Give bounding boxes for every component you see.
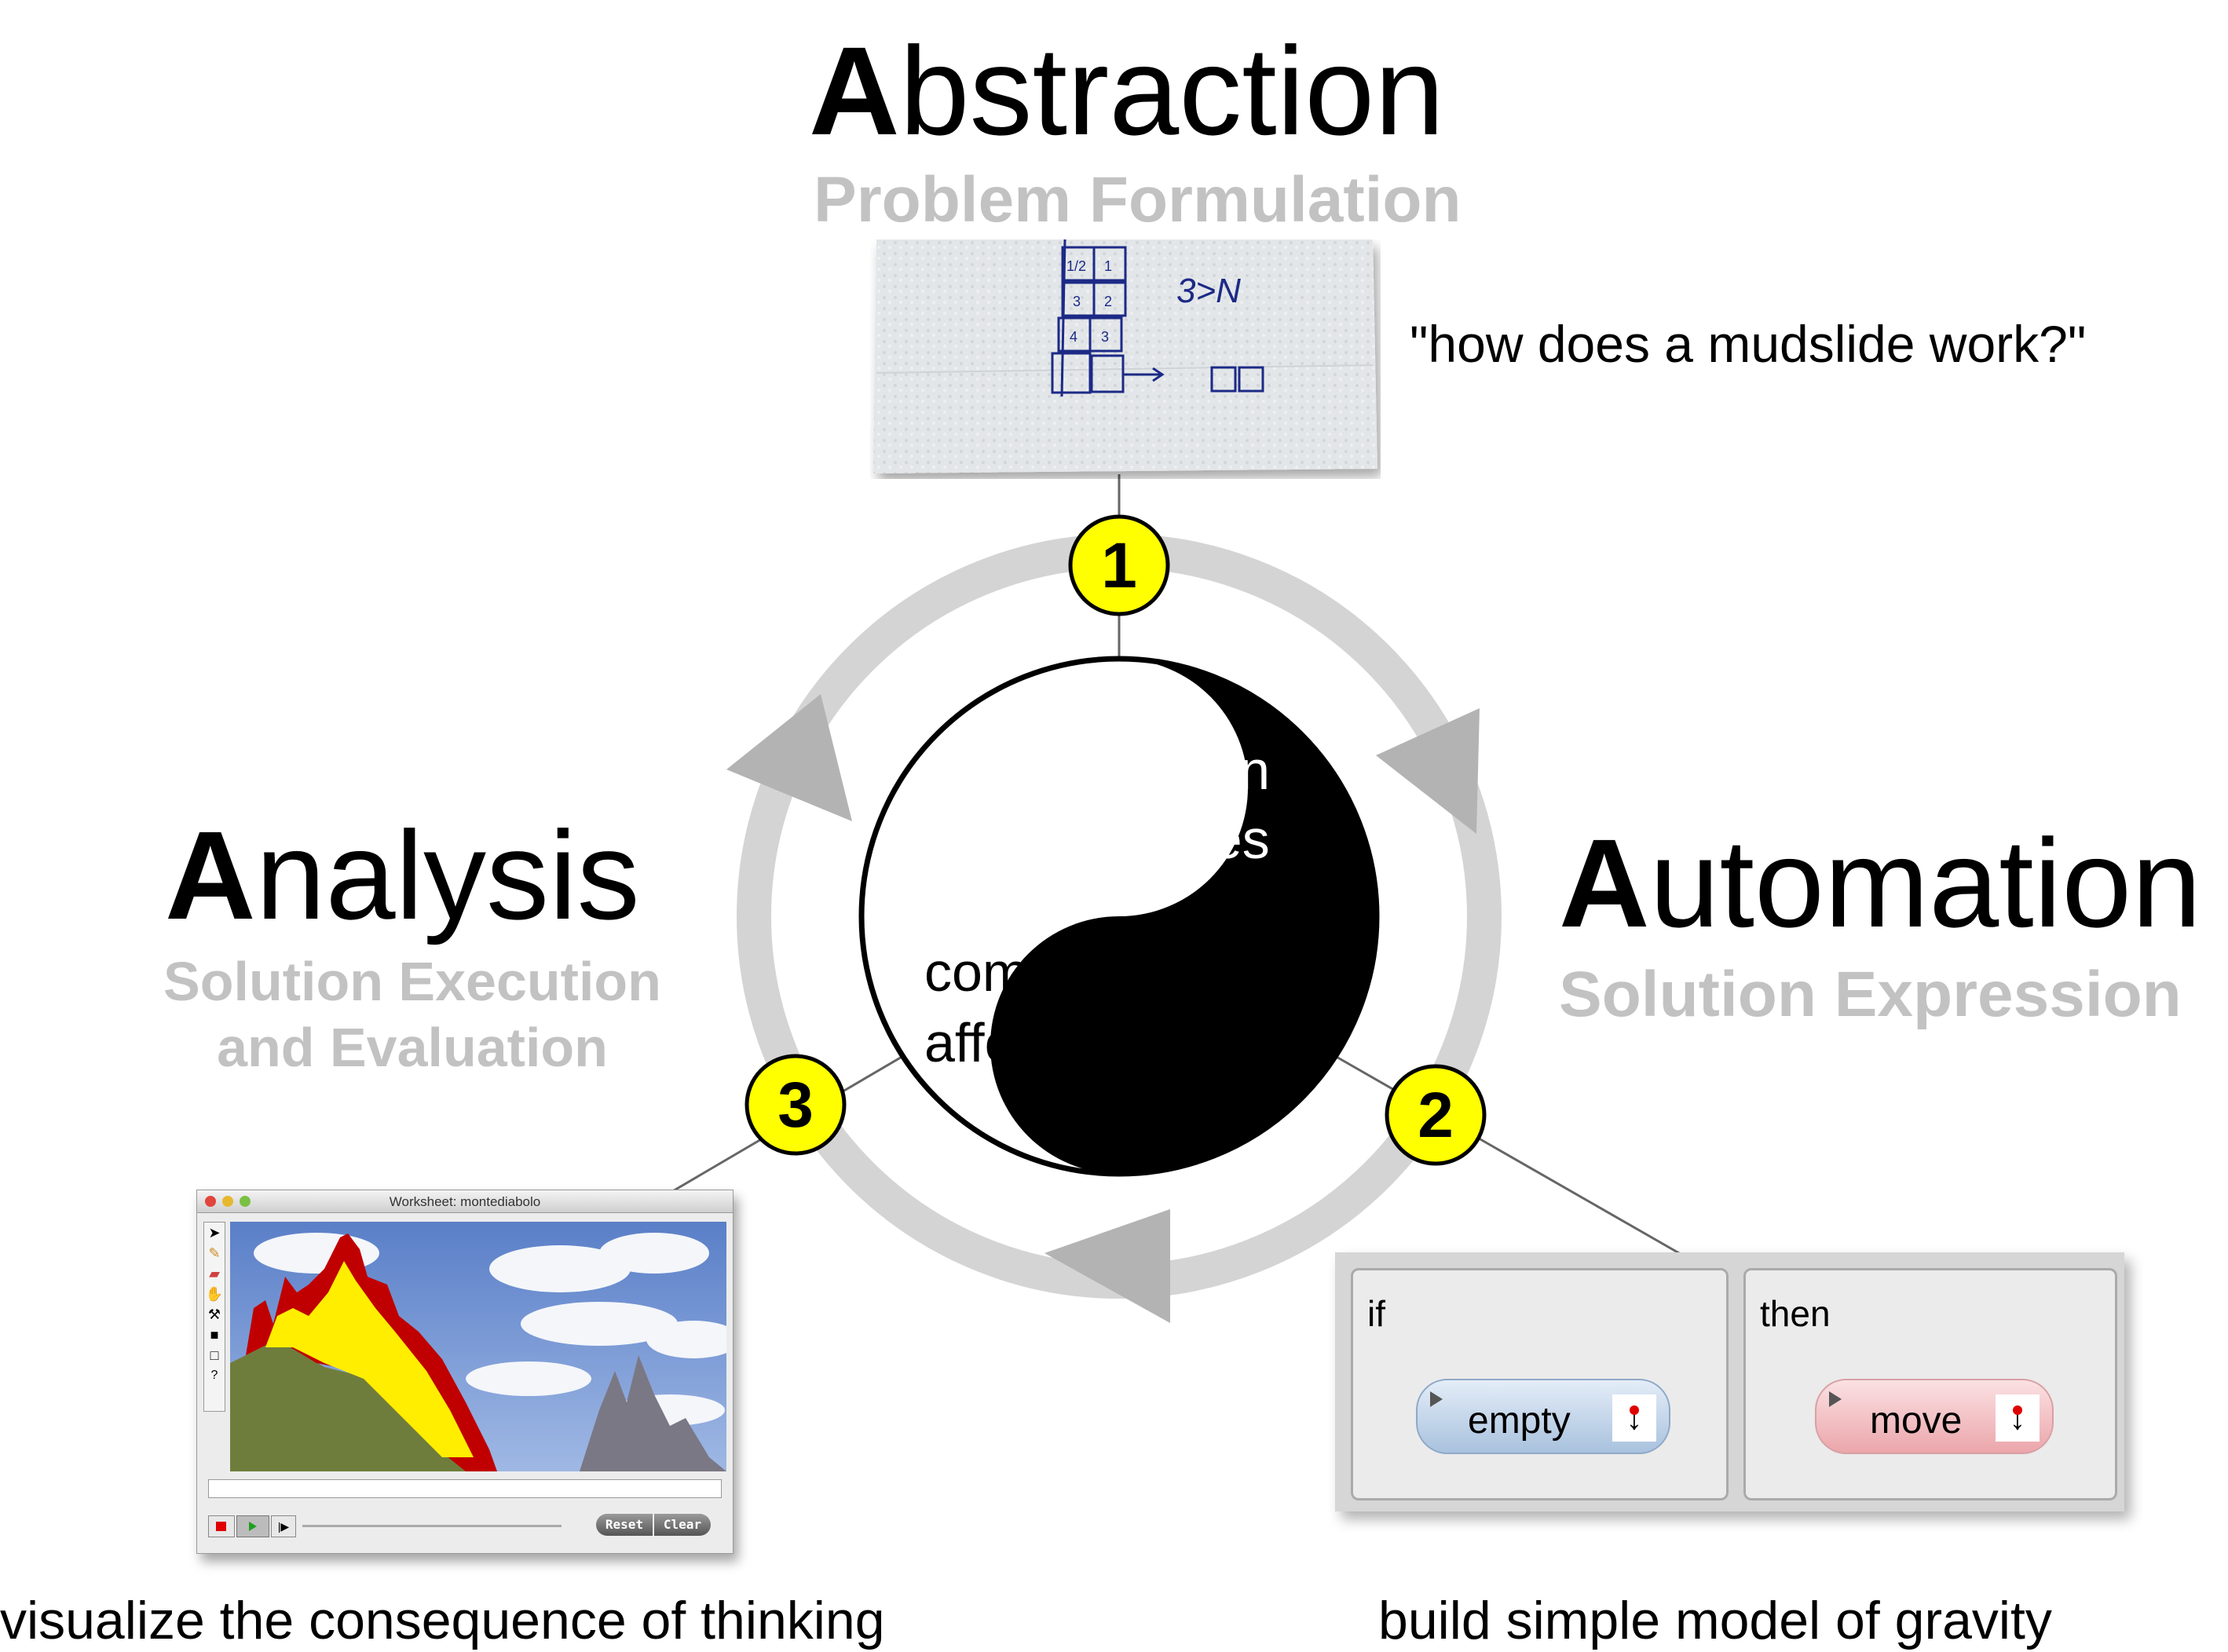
worksheet-title: Worksheet: montediabolo [389,1194,541,1209]
yin-yang-symbol [858,656,1380,1177]
marker-3-label: 3 [777,1069,814,1141]
play-icon [249,1522,257,1531]
arrow-clockwise-right [1376,708,1480,834]
worksheet-text-field[interactable] [208,1479,722,1498]
clear-button[interactable]: Clear [654,1514,711,1536]
napkin-grid-label-5: 4 [1070,329,1077,345]
human-label-line1: human [1102,740,1270,801]
stop-button[interactable] [208,1515,235,1537]
move-action-block[interactable]: move ↓ [1815,1379,2054,1454]
napkin-grid-label-6: 3 [1101,329,1109,345]
worksheet-window[interactable]: Worksheet: montediabolo ➤ ✎ ▰ ✋ ⚒ ■ □ ? [196,1190,734,1554]
arrow-tool-icon[interactable]: ➤ [208,1225,221,1241]
step-icon: |▶ [277,1520,290,1533]
worksheet-titlebar[interactable]: Worksheet: montediabolo [197,1190,733,1213]
marker-1-label: 1 [1101,530,1137,601]
computer-label-line1: computer [924,941,1154,1003]
empty-condition-block[interactable]: empty ↓ [1416,1379,1670,1454]
mudslide-question: "how does a mudslide work?" [1410,315,2087,373]
tool-palette: ➤ ✎ ▰ ✋ ⚒ ■ □ ? [203,1222,225,1412]
abstraction-subtitle: Problem Formulation [814,164,1462,236]
filled-rect-tool-icon[interactable]: ■ [210,1327,219,1343]
expand-triangle-icon[interactable] [1430,1391,1443,1407]
speed-slider[interactable] [302,1525,562,1527]
help-tool-icon[interactable]: ? [210,1369,218,1382]
if-panel[interactable]: if empty ↓ [1351,1268,1729,1500]
stop-icon [216,1522,226,1531]
automation-title: Automation [1559,813,2202,953]
eraser-tool-icon[interactable]: ▰ [209,1266,220,1281]
analysis-subtitle-line2: and Evaluation [217,1017,608,1078]
down-arrow-icon: ↓ [1612,1394,1656,1442]
arrow-clockwise-bottom [1044,1209,1170,1323]
step-button[interactable]: |▶ [271,1515,296,1537]
right-caption: build simple model of gravity [1378,1591,2052,1650]
napkin-grid-label-3: 3 [1073,294,1081,309]
napkin-note-1: 3>N [1176,272,1241,310]
simulation-canvas[interactable] [230,1222,726,1471]
reset-button[interactable]: Reset [596,1514,653,1536]
automation-subtitle: Solution Expression [1559,959,2182,1030]
minimize-icon[interactable] [222,1196,233,1207]
empty-rect-tool-icon[interactable]: □ [210,1347,219,1363]
analysis-title: Analysis [165,805,640,945]
then-label: then [1760,1293,1831,1334]
if-label: if [1367,1293,1385,1334]
then-panel[interactable]: then move ↓ [1743,1268,2117,1500]
arrow-clockwise-left [726,694,852,821]
napkin-sketch: 3>N 1/2 1 3 2 4 3 [873,239,1377,473]
computer-label-line2: affordances [924,1012,1211,1073]
abstraction-title: Abstraction [809,20,1445,161]
napkin-grid-label-2: 1 [1104,258,1112,274]
pencil-tool-icon[interactable]: ✎ [208,1245,221,1261]
zoom-icon[interactable] [240,1196,251,1207]
action-label: move [1870,1400,1963,1442]
marker-2: 2 [1385,1064,1487,1166]
play-button[interactable] [236,1515,269,1537]
marker-1: 1 [1068,514,1170,616]
marker-3: 3 [744,1054,847,1156]
down-arrow-icon: ↓ [1996,1394,2040,1442]
expand-triangle-icon[interactable] [1829,1391,1842,1407]
analysis-subtitle-line1: Solution Execution [163,951,661,1012]
napkin-grid-label-1: 1/2 [1066,258,1086,274]
rule-editor: if empty ↓ then move ↓ [1335,1252,2124,1511]
marker-2-label: 2 [1418,1080,1454,1151]
red-dot-icon [2013,1405,2022,1415]
hammer-tool-icon[interactable]: ⚒ [207,1307,221,1322]
left-caption: visualize the consequence of thinking [0,1591,885,1650]
condition-label: empty [1468,1400,1571,1442]
napkin-grid-label-4: 2 [1104,294,1112,309]
human-label-line2: abilities [1086,809,1269,870]
close-icon[interactable] [205,1196,216,1207]
hand-tool-icon[interactable]: ✋ [205,1286,224,1302]
red-dot-icon [1630,1405,1639,1415]
